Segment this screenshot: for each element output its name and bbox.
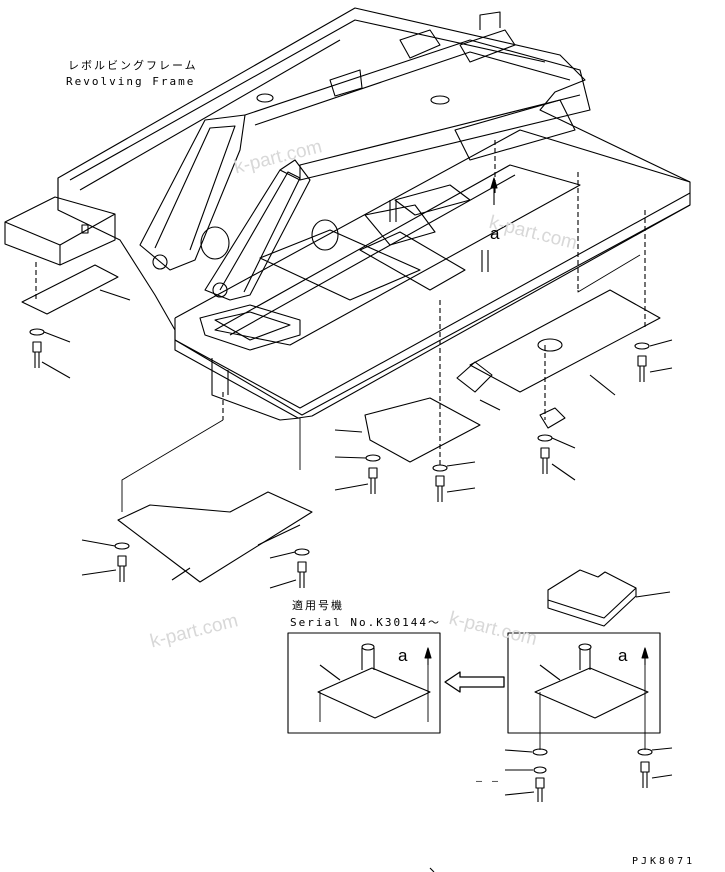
cover-plate-right (456, 289, 661, 429)
dash-mark: – – (476, 776, 501, 787)
detail-box-new (507, 632, 661, 734)
frame-title-jp: レボルビングフレーム (68, 59, 198, 72)
cover-plate-bottom (117, 491, 313, 583)
cover-plate-left (21, 264, 131, 315)
frame-title-en: Revolving Frame (66, 75, 196, 88)
document-code: PJK8071 (632, 856, 696, 867)
reference-arrows (424, 177, 649, 665)
leader-lines (121, 254, 646, 750)
assembly-lines (35, 140, 646, 465)
serial-number: Serial No.K30144～ (290, 616, 441, 629)
serial-title-jp: 適用号機 (292, 599, 344, 612)
revolving-frame (4, 7, 691, 421)
ref-mark-a: a (398, 646, 408, 665)
detail-box-old (287, 632, 441, 734)
fasteners (29, 328, 673, 802)
ref-mark-a: a (490, 224, 500, 243)
cover-plate-center (334, 397, 481, 463)
ref-mark-a: a (618, 646, 628, 665)
bottom-tick (429, 867, 435, 872)
transition-arrow (444, 671, 505, 693)
rubber-block (547, 569, 671, 627)
